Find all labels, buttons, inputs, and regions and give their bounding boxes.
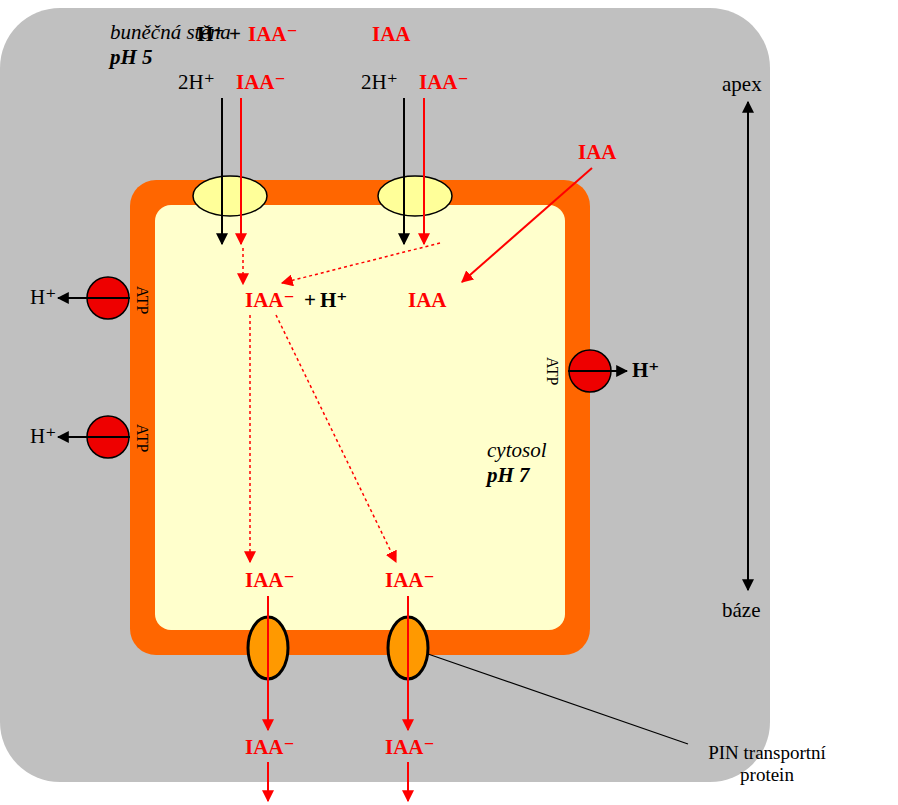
dissociation-arrow (282, 243, 440, 283)
cytosol: cytosolpH 7 (155, 205, 565, 630)
auxin-label: IAA⁻ (245, 288, 295, 312)
ion-label: + (304, 288, 316, 312)
atp-label: ATP (543, 357, 561, 385)
axis-arrow (747, 102, 749, 590)
efflux-arrow (407, 762, 409, 801)
proton-arrow (58, 436, 130, 438)
auxin-arrow (240, 98, 242, 244)
diffusion-arrow (462, 168, 592, 282)
ion-label: H⁺ (30, 285, 56, 309)
efflux-arrow (267, 596, 269, 730)
atp-label: ATP (133, 286, 151, 314)
ion-label: H⁺ (632, 358, 659, 382)
auxin-label: IAA (408, 288, 447, 312)
direction-label: báze (722, 598, 760, 622)
auxin-label: IAA⁻ (385, 568, 435, 592)
ion-label: H⁺ (320, 288, 347, 312)
proton-arrow (568, 370, 627, 372)
auxin-label: IAA⁻ (385, 735, 435, 759)
auxin-label: IAA (372, 22, 411, 46)
transporter-label: PIN transportní protein (692, 742, 842, 786)
direction-label: apex (722, 72, 762, 96)
auxin-label: IAA⁻ (236, 70, 286, 94)
ion-label: H⁺ (30, 424, 56, 448)
region-name: cytosol (487, 438, 546, 462)
proton-arrow (58, 297, 130, 299)
proton-arrow (221, 98, 223, 244)
auxin-label: IAA (578, 140, 617, 164)
efflux-arrow (407, 596, 409, 730)
auxin-label: IAA⁻ (248, 22, 298, 46)
transport-arrow (249, 315, 251, 562)
leader-line (428, 654, 688, 744)
ion-label: + (229, 22, 241, 46)
ion-label: 2H⁺ (361, 70, 398, 94)
ion-label: 2H⁺ (178, 70, 215, 94)
efflux-arrow (267, 762, 269, 801)
cytosol-shape (155, 205, 565, 630)
auxin-label: IAA⁻ (245, 735, 295, 759)
auxin-label: IAA⁻ (245, 568, 295, 592)
plasma-membrane (130, 180, 590, 655)
transport-arrow (276, 315, 396, 562)
atp-label: ATP (133, 424, 151, 452)
ion-label: H⁺ (197, 22, 224, 46)
auxin-label: IAA⁻ (419, 70, 469, 94)
symporter (193, 176, 267, 216)
dissociation-arrow (242, 248, 244, 284)
ph-value: pH 5 (110, 45, 153, 69)
cell-wall-shape (0, 8, 770, 782)
symporter (378, 176, 452, 216)
cell-wall: buněčná stěnapH 5cytosolpH 7 (0, 8, 770, 782)
ph-value: pH 7 (487, 463, 530, 487)
auxin-arrow (423, 98, 425, 244)
proton-arrow (403, 98, 405, 244)
